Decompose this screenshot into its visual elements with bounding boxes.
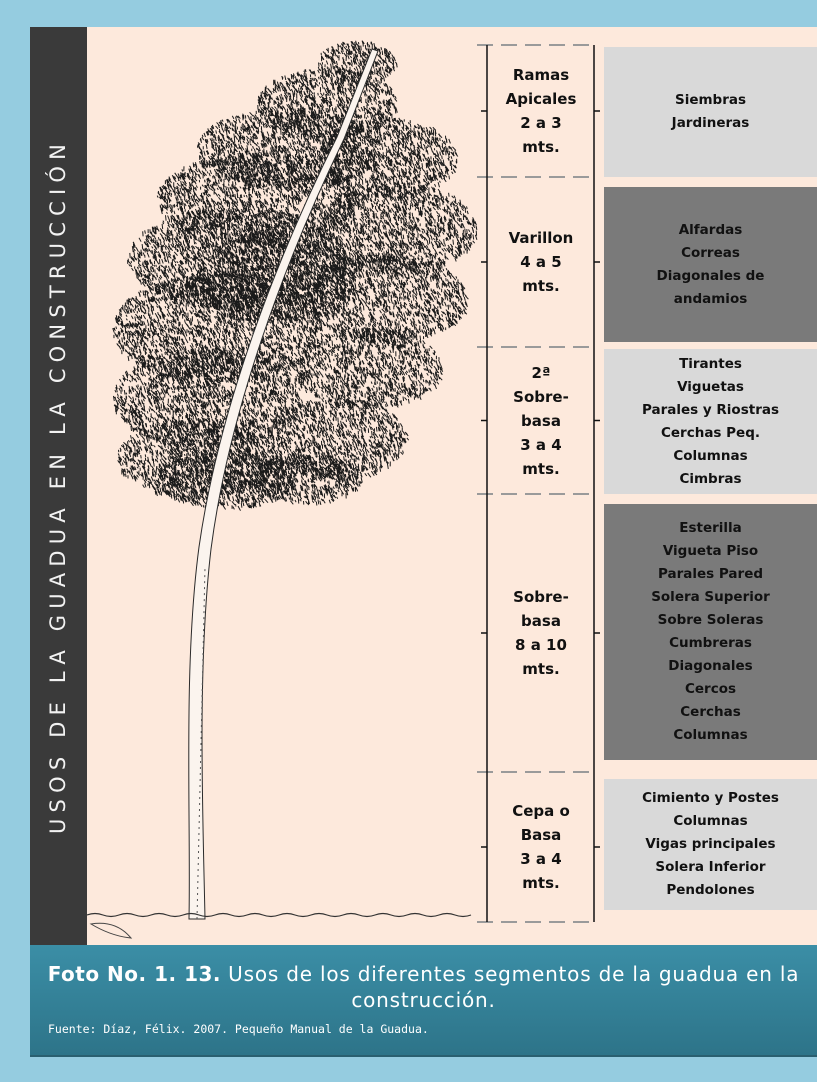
- segment-label-line: Sobre-: [513, 385, 569, 409]
- segment-label-line: basa: [513, 609, 569, 633]
- segment-label-line: 3 a 4: [512, 847, 570, 871]
- use-item: Diagonales: [668, 655, 752, 678]
- use-item: Parales Pared: [658, 563, 763, 586]
- use-item: Sobre Soleras: [658, 609, 764, 632]
- segment-label-line: 2 a 3: [506, 111, 577, 135]
- use-item: Solera Superior: [651, 586, 770, 609]
- figure-caption: Foto No. 1. 13. Usos de los diferentes s…: [42, 961, 805, 1013]
- segment-label: Varillon4 a 5mts.: [488, 179, 594, 345]
- segment-label-line: basa: [513, 409, 569, 433]
- uses-box: AlfardasCorreasDiagonales deandamios: [604, 187, 817, 342]
- segment-label-line: 4 a 5: [509, 250, 574, 274]
- segment-label-line: Varillon: [509, 226, 574, 250]
- segment-label-line: Sobre-: [513, 585, 569, 609]
- use-item: Esterilla: [679, 517, 742, 540]
- use-item: Vigas principales: [645, 833, 775, 856]
- use-item: Correas: [681, 242, 740, 265]
- segment-label-line: mts.: [512, 871, 570, 895]
- use-item: Cumbreras: [669, 632, 752, 655]
- use-item: Parales y Riostras: [642, 399, 779, 422]
- use-item: Pendolones: [666, 879, 754, 902]
- segment-label-line: mts.: [513, 657, 569, 681]
- use-item: Tirantes: [679, 353, 742, 376]
- uses-box: SiembrasJardineras: [604, 47, 817, 177]
- segment-label: Cepa oBasa3 a 4mts.: [488, 774, 594, 920]
- segment-label-line: 2ª: [513, 361, 569, 385]
- use-item: Diagonales de: [657, 265, 765, 288]
- uses-box: TirantesViguetasParales y RiostrasCercha…: [604, 349, 817, 494]
- use-item: Cimbras: [679, 468, 741, 491]
- use-item: Vigueta Piso: [663, 540, 758, 563]
- use-item: Jardineras: [672, 112, 750, 135]
- caption-label: Foto No. 1. 13.: [48, 962, 221, 986]
- use-item: andamios: [674, 288, 748, 311]
- uses-box: Cimiento y PostesColumnasVigas principal…: [604, 779, 817, 910]
- use-item: Columnas: [673, 445, 747, 468]
- use-item: Columnas: [673, 724, 747, 747]
- source-note: Fuente: Díaz, Félix. 2007. Pequeño Manua…: [48, 1022, 429, 1036]
- uses-box: EsterillaVigueta PisoParales ParedSolera…: [604, 504, 817, 760]
- segment-label-line: Basa: [512, 823, 570, 847]
- use-item: Alfardas: [679, 219, 743, 242]
- segment-label-line: mts.: [506, 135, 577, 159]
- segment-label-line: 8 a 10: [513, 633, 569, 657]
- segment-label: RamasApicales2 a 3mts.: [488, 47, 594, 175]
- diagram-panel: USOS DE LA GUADUA EN LA CONSTRUCCIÓN Ram…: [30, 27, 817, 945]
- use-item: Cimiento y Postes: [642, 787, 779, 810]
- use-item: Solera Inferior: [655, 856, 765, 879]
- segment-label-line: Apicales: [506, 87, 577, 111]
- segment-label-line: mts.: [513, 457, 569, 481]
- segment-label: 2ªSobre-basa3 a 4mts.: [488, 349, 594, 492]
- segment-label-line: Ramas: [506, 63, 577, 87]
- use-item: Viguetas: [677, 376, 744, 399]
- use-item: Cercos: [685, 678, 736, 701]
- use-item: Cerchas Peq.: [661, 422, 760, 445]
- segment-label-line: mts.: [509, 274, 574, 298]
- caption-band: Foto No. 1. 13. Usos de los diferentes s…: [30, 945, 817, 1057]
- use-item: Columnas: [673, 810, 747, 833]
- segment-label-line: Cepa o: [512, 799, 570, 823]
- caption-text: Usos de los diferentes segmentos de la g…: [221, 962, 799, 1012]
- segment-label: Sobre-basa8 a 10mts.: [488, 496, 594, 770]
- use-item: Cerchas: [680, 701, 740, 724]
- use-item: Siembras: [675, 89, 746, 112]
- segment-label-line: 3 a 4: [513, 433, 569, 457]
